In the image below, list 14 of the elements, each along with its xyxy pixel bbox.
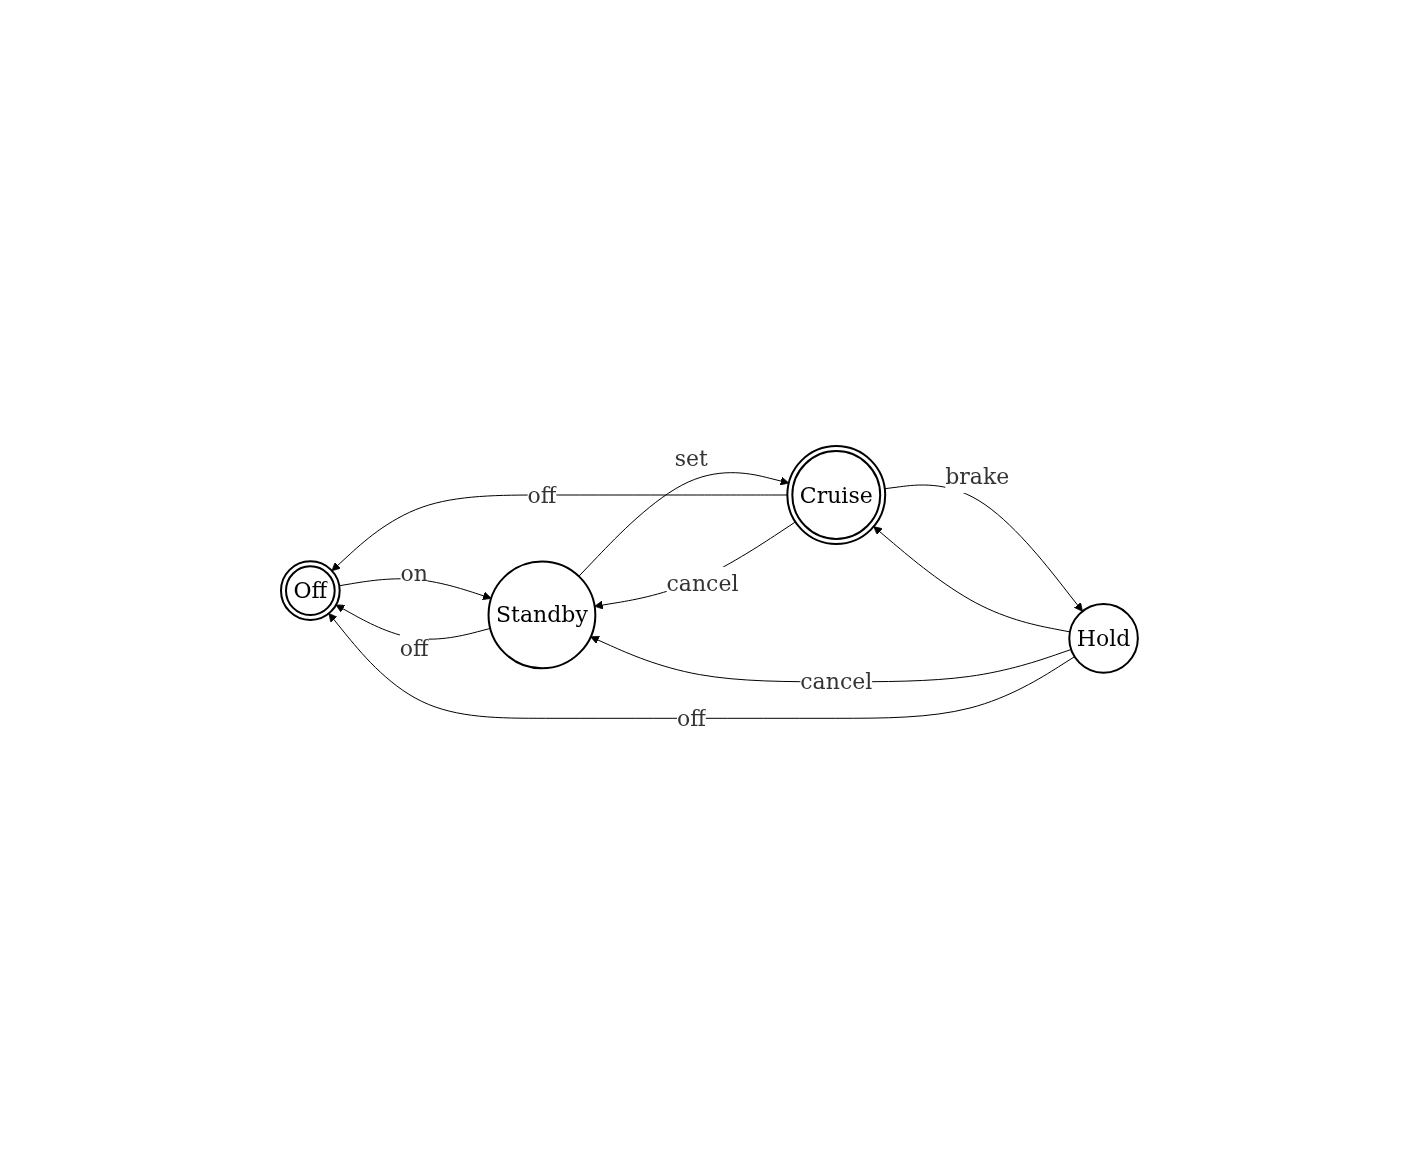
arrow	[884, 484, 1083, 612]
edge-label: cancel	[666, 570, 739, 596]
arrow	[594, 521, 796, 609]
edge-label: brake	[945, 463, 1010, 489]
edge-label: set	[674, 445, 708, 471]
arrow	[331, 494, 788, 571]
node-circle: Hold	[1068, 602, 1139, 674]
arrow	[328, 612, 1076, 719]
edge-label: on	[400, 560, 428, 586]
arrow	[873, 525, 1071, 632]
edge-label: cancel	[800, 668, 873, 694]
node-circle: Cruise	[786, 444, 887, 545]
arrow	[578, 471, 790, 577]
node-circle: Standby	[487, 560, 597, 669]
